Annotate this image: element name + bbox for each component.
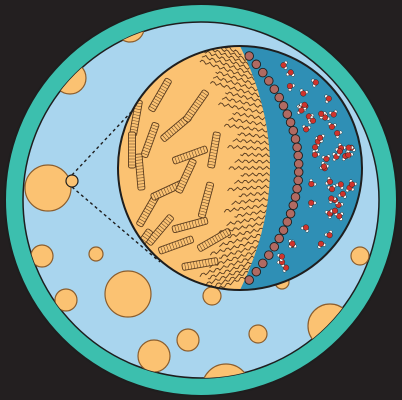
- head-group: [252, 60, 261, 69]
- head-group: [252, 267, 261, 276]
- oil-droplet: [249, 325, 267, 343]
- head-group: [289, 201, 298, 210]
- head-group: [286, 118, 295, 127]
- head-group: [275, 93, 284, 102]
- oil-droplet: [177, 329, 199, 351]
- head-group: [294, 168, 303, 177]
- oil-droplet: [105, 271, 151, 317]
- oil-droplet: [203, 287, 221, 305]
- head-group: [245, 52, 254, 61]
- head-group: [270, 85, 279, 94]
- head-group: [259, 259, 268, 268]
- head-group: [279, 226, 288, 235]
- head-group: [294, 160, 303, 169]
- zoom-source-droplet: [66, 175, 78, 187]
- head-group: [291, 193, 300, 202]
- oil-droplet: [351, 247, 369, 265]
- head-group: [283, 218, 292, 227]
- head-group: [294, 176, 303, 185]
- head-group: [293, 143, 302, 152]
- oil-droplet: [138, 340, 170, 372]
- oil-droplet: [25, 165, 71, 211]
- head-group: [259, 68, 268, 77]
- head-group: [283, 110, 292, 119]
- head-group: [245, 276, 254, 285]
- head-group: [265, 251, 274, 260]
- head-group: [291, 135, 300, 144]
- head-group: [279, 102, 288, 111]
- head-group: [270, 243, 279, 252]
- head-group: [289, 126, 298, 135]
- head-group: [275, 234, 284, 243]
- head-group: [294, 151, 303, 160]
- micelle-rod: [129, 132, 136, 168]
- head-group: [286, 209, 295, 218]
- head-group: [265, 77, 274, 86]
- head-group: [293, 184, 302, 193]
- oil-droplet: [89, 247, 103, 261]
